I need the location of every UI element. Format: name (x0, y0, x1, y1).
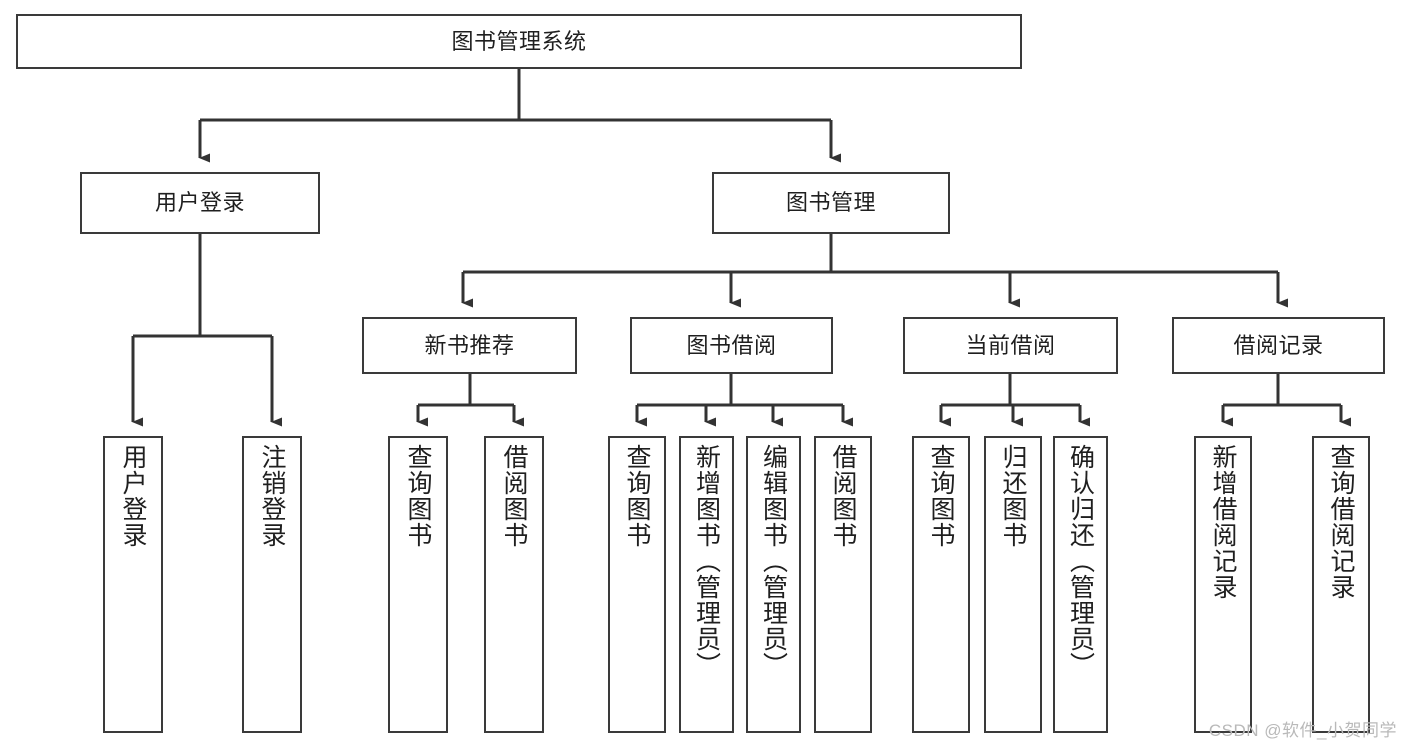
node-label: 查询借阅记录 (1327, 444, 1355, 600)
node-label: 借阅图书 (500, 444, 528, 548)
node-label: 编辑图书（管理员） (759, 444, 788, 678)
node-leaf-add-borrow-record[interactable]: 新增借阅记录 (1194, 436, 1252, 733)
node-label: 图书管理 (785, 190, 876, 216)
node-leaf-add-book-admin[interactable]: 新增图书（管理员） (679, 436, 734, 733)
node-label: 确认归还（管理员） (1066, 444, 1095, 678)
node-user-login[interactable]: 用户登录 (80, 172, 320, 234)
node-label: 查询图书 (927, 444, 955, 548)
node-book-borrow[interactable]: 图书借阅 (630, 317, 833, 374)
node-leaf-query-book-borrow[interactable]: 查询图书 (608, 436, 666, 733)
node-label: 查询图书 (404, 444, 432, 548)
node-label: 新增借阅记录 (1209, 444, 1237, 600)
node-label: 新增图书（管理员） (692, 444, 721, 678)
node-leaf-borrow-book[interactable]: 借阅图书 (814, 436, 872, 733)
node-label: 用户登录 (119, 444, 147, 548)
node-leaf-query-borrow-record[interactable]: 查询借阅记录 (1312, 436, 1370, 733)
node-new-book-recommend[interactable]: 新书推荐 (362, 317, 577, 374)
node-leaf-query-book-current[interactable]: 查询图书 (912, 436, 970, 733)
node-leaf-confirm-return-admin[interactable]: 确认归还（管理员） (1053, 436, 1108, 733)
node-leaf-query-book-recommend[interactable]: 查询图书 (388, 436, 448, 733)
node-leaf-user-login[interactable]: 用户登录 (103, 436, 163, 733)
node-leaf-borrow-book-recommend[interactable]: 借阅图书 (484, 436, 544, 733)
node-label: 当前借阅 (965, 332, 1056, 358)
csdn-watermark: CSDN @软件_小贺同学 (1208, 721, 1397, 740)
node-label: 新书推荐 (424, 332, 515, 358)
node-leaf-return-book[interactable]: 归还图书 (984, 436, 1042, 733)
node-borrow-record[interactable]: 借阅记录 (1172, 317, 1385, 374)
node-root-system[interactable]: 图书管理系统 (16, 14, 1022, 69)
node-label: 借阅图书 (829, 444, 857, 548)
node-leaf-logout[interactable]: 注销登录 (242, 436, 302, 733)
node-label: 归还图书 (999, 444, 1027, 548)
node-label: 用户登录 (154, 190, 245, 216)
node-book-manage[interactable]: 图书管理 (712, 172, 950, 234)
node-label: 借阅记录 (1233, 332, 1324, 358)
node-label: 图书借阅 (686, 332, 777, 358)
node-current-borrow[interactable]: 当前借阅 (903, 317, 1118, 374)
node-label: 图书管理系统 (451, 28, 587, 54)
node-label: 查询图书 (623, 444, 651, 548)
node-leaf-edit-book-admin[interactable]: 编辑图书（管理员） (746, 436, 801, 733)
node-label: 注销登录 (258, 444, 286, 548)
